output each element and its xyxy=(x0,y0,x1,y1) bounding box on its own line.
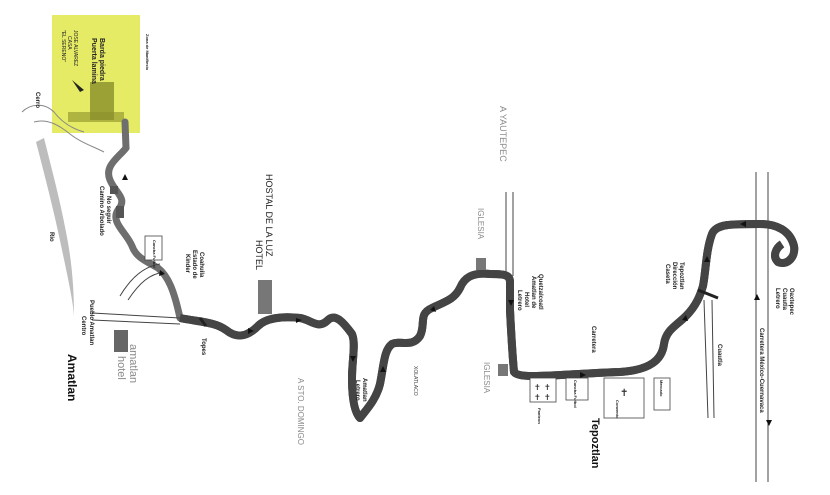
gravel-road xyxy=(105,118,184,322)
letrero-amatlan-label-1: Letrero xyxy=(354,380,360,401)
mercado-box xyxy=(653,377,671,411)
hotel-amatlan-label-2: amatlan xyxy=(127,344,139,383)
amatlan-town-label: Amatlan xyxy=(65,354,79,401)
iglesia-bottom-marker xyxy=(498,364,508,376)
mercado-label: Mercado xyxy=(659,380,664,397)
road-arrow xyxy=(508,300,514,306)
tepoztlan-town-label: Tepoztlan xyxy=(589,418,601,469)
gravel-marker xyxy=(110,186,118,194)
cancha-futbol-top-box xyxy=(144,235,163,261)
carretera-label: Carretera xyxy=(590,326,596,353)
road-arrow xyxy=(380,366,386,372)
pueblo-amatlan-label: Pueblo Amatlan xyxy=(88,300,94,345)
letrero-hotel-label-3: Amatlan de xyxy=(530,276,536,309)
cancha-futbol-top-label: Cancha Futbol xyxy=(152,240,157,268)
wall-block xyxy=(68,112,124,122)
caseta-label-3: Tepoztlan xyxy=(678,262,684,290)
side-street-2 xyxy=(127,271,165,301)
letrero-hotel-label-1: Letrero xyxy=(516,290,522,311)
road-arrow xyxy=(248,328,254,334)
barda-piedra-label: Barda piedra xyxy=(98,38,105,81)
iglesia-top-label: IGLESIA xyxy=(476,208,485,240)
road-centro-2 xyxy=(91,319,181,325)
yautepec-label: A YAUTEPEC xyxy=(498,106,508,162)
hotel-amatlan-label-1: hotel xyxy=(115,356,127,380)
cross-icons: ✝ ✝ ✝ ✝ ✝ xyxy=(534,383,628,402)
cerro-label: Cerro xyxy=(34,92,40,108)
jose-alvarez-label: JOSE ALVAREZ xyxy=(72,30,78,66)
road-arrow xyxy=(122,174,128,180)
caseta-label-2: Dirección xyxy=(671,262,677,290)
convento-box xyxy=(603,377,645,419)
hotel-hostal-marker xyxy=(258,280,272,314)
road-arrow xyxy=(740,221,746,227)
hotel-hostal-label-1: HOTEL xyxy=(254,240,264,270)
letrero-hotel-label-2: Hotel xyxy=(523,292,529,307)
entrance-arrow-icon xyxy=(72,80,84,92)
letrero-hotel-label-4: Quetzalcoatl xyxy=(537,274,543,310)
road-arrow xyxy=(580,372,586,378)
road-arrow xyxy=(159,270,165,276)
estado-de-label: Estado de xyxy=(191,250,197,279)
road-arrow xyxy=(430,306,436,312)
caseta-label-1: Caseta xyxy=(664,264,670,284)
centro-label: Centro xyxy=(80,316,86,336)
cancha-futbol-bottom-label: Cancha Futbol xyxy=(573,380,578,408)
cross-icon: ✝ xyxy=(534,383,541,392)
cerro-hill-2 xyxy=(33,120,105,153)
puerta-lamina-label: Puerta lamina xyxy=(90,38,97,84)
cross-icon: ✝ xyxy=(544,393,551,402)
kinder-label: Kinder xyxy=(184,254,190,274)
zona-manifiesto-label: Zona de Manifiesto xyxy=(145,34,150,71)
gravel-marker-2 xyxy=(116,206,124,218)
cerro-hill xyxy=(21,104,85,133)
panteon-box xyxy=(529,377,557,403)
rio-label: Rio xyxy=(48,232,54,242)
sto-domingo-label: A STO. DOMINGO xyxy=(296,378,305,445)
letrero-cuautla-label-2: Cuautla xyxy=(781,288,787,311)
topes-bar xyxy=(198,317,208,327)
panteon-label: Panteon xyxy=(537,408,542,424)
letrero-amatlan-label-2: Amatlan xyxy=(361,378,367,402)
el-sereno-label: "EL SERENO" xyxy=(60,30,66,62)
iglesia-bottom-label: IGLESIA xyxy=(482,362,491,394)
hotel-amatlan-marker xyxy=(114,330,128,352)
iglesia-top-marker xyxy=(476,258,486,270)
letrero-cuautla-label-3: Oaxtepec xyxy=(788,288,794,316)
cuautla-label: Cuautla xyxy=(716,344,722,367)
road-centro xyxy=(91,312,181,319)
road-arrow xyxy=(754,294,760,300)
topes-label: Topes xyxy=(200,338,206,356)
side-street xyxy=(119,263,161,297)
no-seguir-label: No seguir xyxy=(105,196,111,224)
hotel-hostal-label-2: HOSTAL DE LA LUZ xyxy=(264,174,274,257)
camino-arbolado-label: Camino Arbolado xyxy=(98,186,104,236)
road-cuautla-2 xyxy=(711,299,715,419)
coahuila-label: Coahuila xyxy=(198,252,204,278)
road-arrow xyxy=(350,356,356,362)
letrero-cuautla-label-1: Letrero xyxy=(774,288,780,309)
road-arrow xyxy=(682,315,688,321)
road-cuautla xyxy=(703,299,709,419)
caseta-gate xyxy=(697,288,719,300)
carretera-mexico-label: Carretera México-Cuernavaca xyxy=(758,328,764,413)
road-arrow xyxy=(296,318,302,323)
road-arrow xyxy=(766,420,772,426)
river xyxy=(36,138,74,318)
xolatlaco-label: XOLATLACO xyxy=(412,366,418,396)
cancha-futbol-bottom-box xyxy=(565,377,589,401)
road-arrow xyxy=(704,256,710,262)
cross-icon: ✝ xyxy=(534,393,541,402)
cross-icon: ✝ xyxy=(544,383,551,392)
cross-icon: ✝ xyxy=(620,388,628,399)
casa-label: CASA xyxy=(66,36,72,50)
convento-label: Convento xyxy=(615,400,620,419)
